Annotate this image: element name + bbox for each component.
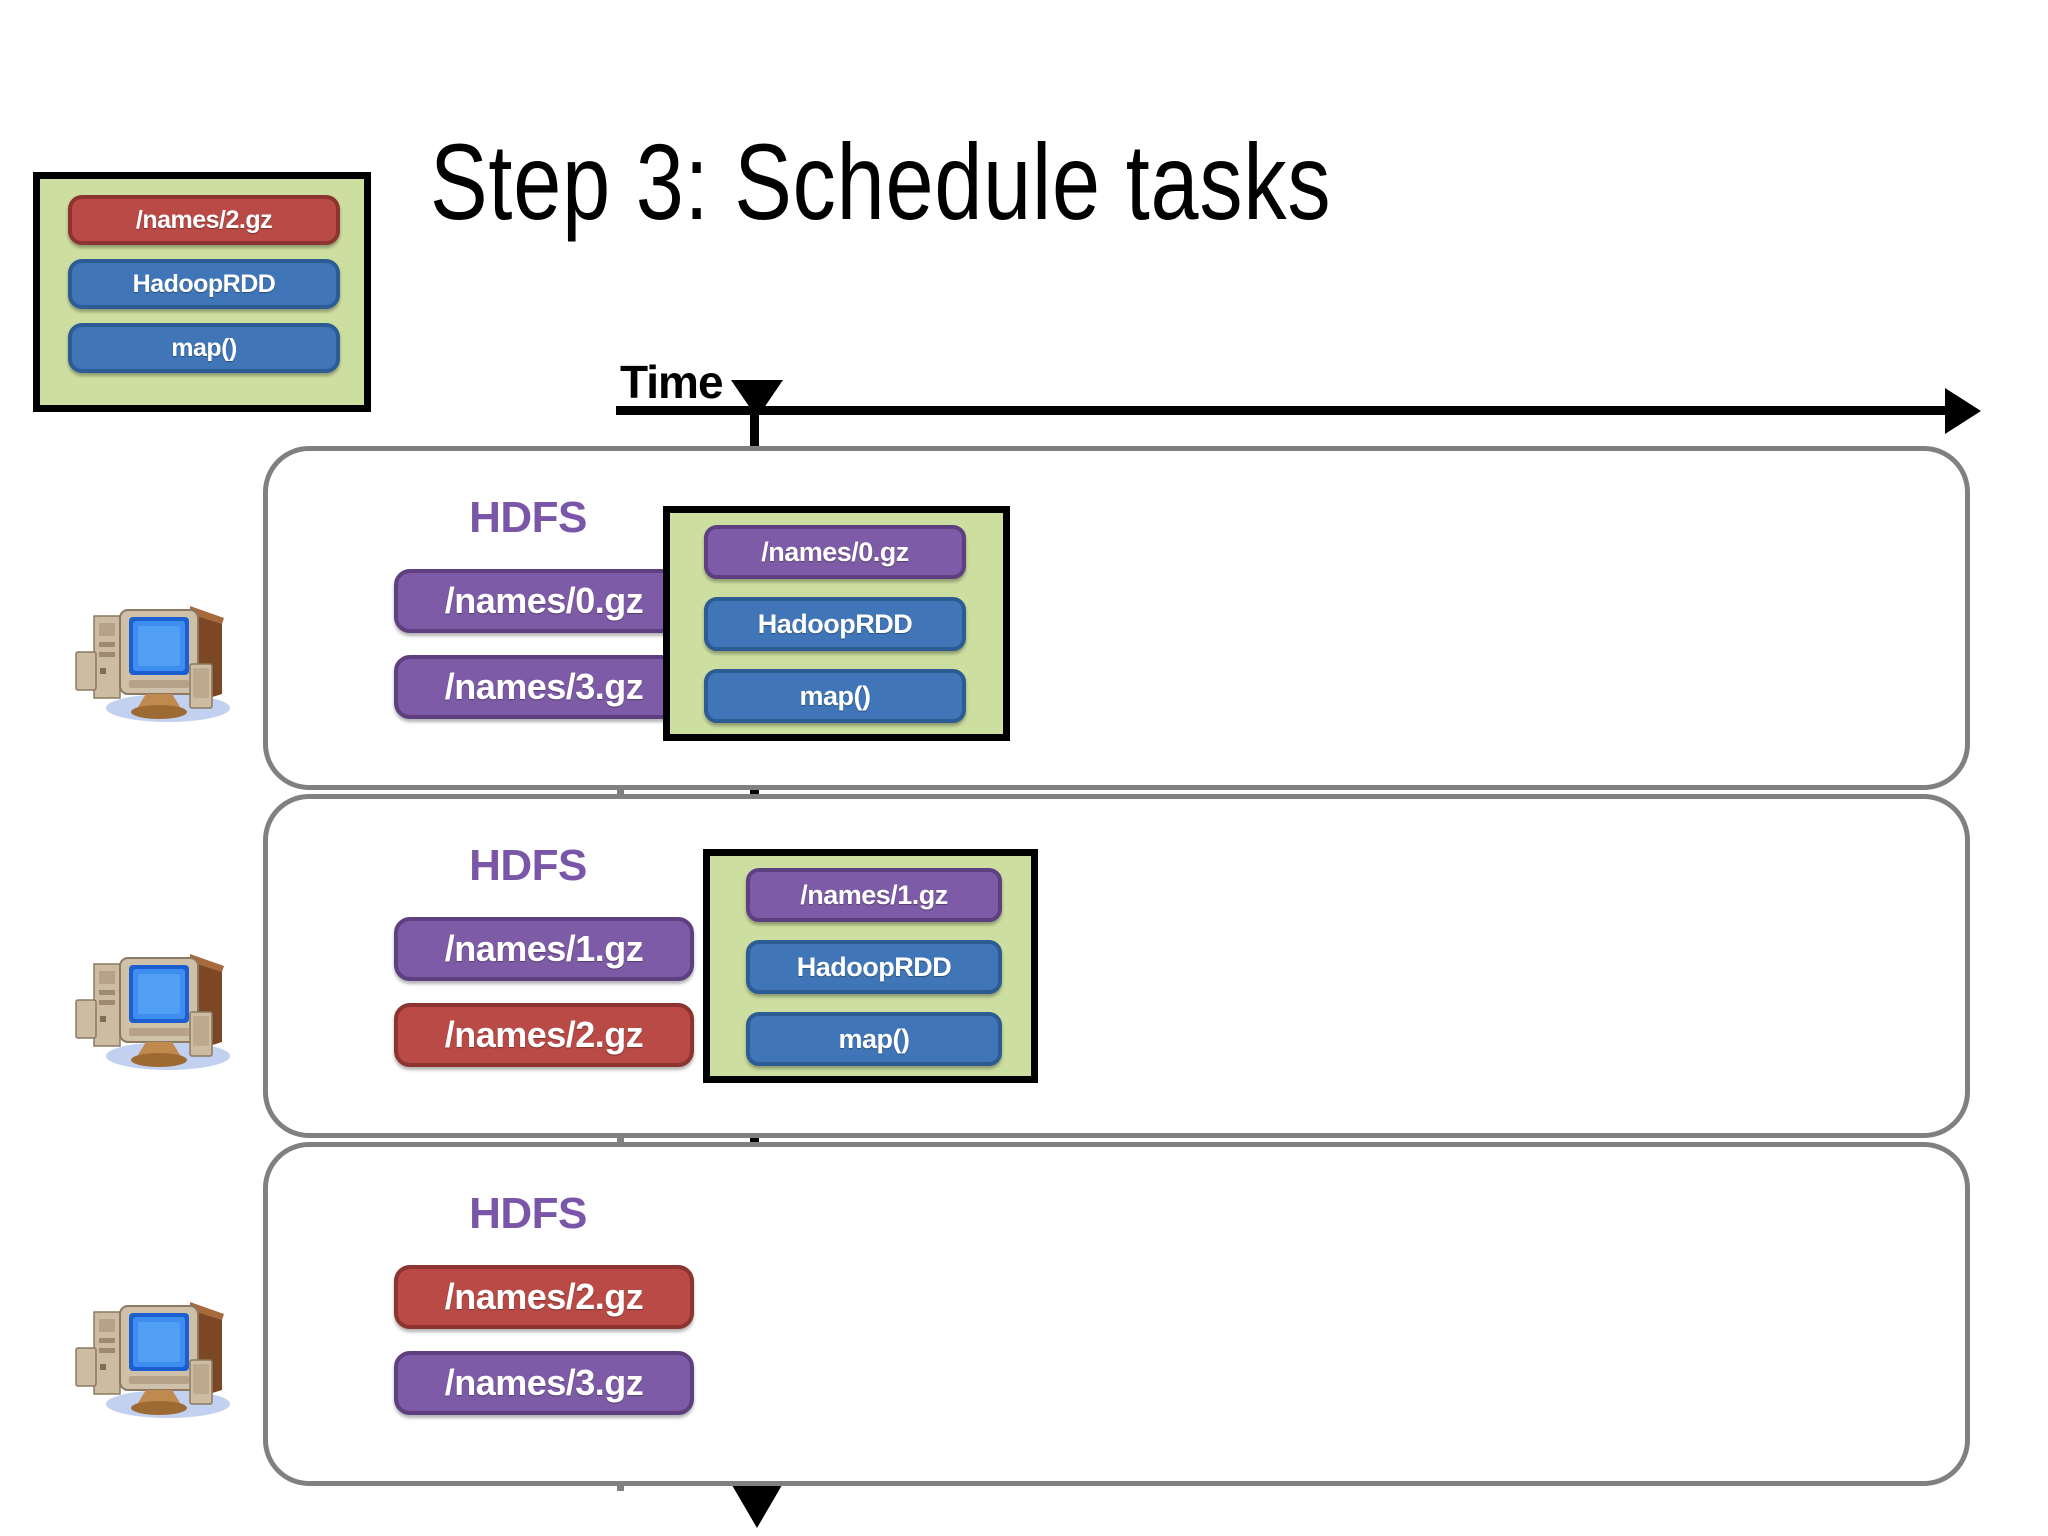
hdfs-block: /names/3.gz (394, 655, 694, 719)
scheduled-task-card: /names/0.gz HadoopRDD map() (663, 506, 1010, 741)
task-pill-input-block: /names/1.gz (746, 868, 1002, 922)
time-axis-label: Time (620, 356, 724, 408)
hdfs-block: /names/2.gz (394, 1003, 694, 1067)
task-pill-hadooprdd: HadoopRDD (746, 940, 1002, 994)
page-title: Step 3: Schedule tasks (430, 121, 1332, 242)
hdfs-label: HDFS (469, 841, 587, 890)
machine-row: HDFS /names/2.gz /names/3.gz (263, 1142, 1970, 1486)
machine-row: HDFS /names/0.gz /names/3.gz (263, 446, 1970, 790)
desktop-computer-icon (75, 1302, 230, 1418)
task-pill-hadooprdd: HadoopRDD (704, 597, 966, 651)
task-pill-map: map() (746, 1012, 1002, 1066)
right-arrow-icon (1945, 388, 1981, 434)
legend-task-card: /names/2.gz HadoopRDD map() (33, 172, 371, 412)
legend-pill-map: map() (68, 323, 340, 373)
task-pill-map: map() (704, 669, 966, 723)
machine-row: HDFS /names/1.gz /names/2.gz (263, 794, 1970, 1138)
scheduled-task-card: /names/1.gz HadoopRDD map() (703, 849, 1038, 1083)
desktop-computer-icon (75, 606, 230, 722)
hdfs-label: HDFS (469, 1189, 587, 1238)
legend-pill-hadooprdd: HadoopRDD (68, 259, 340, 309)
hdfs-block: /names/2.gz (394, 1265, 694, 1329)
time-cursor-bottom-triangle-icon (729, 1480, 785, 1528)
task-pill-input-block: /names/0.gz (704, 525, 966, 579)
hdfs-label: HDFS (469, 493, 587, 542)
time-axis-line (616, 406, 1966, 415)
hdfs-block: /names/1.gz (394, 917, 694, 981)
desktop-computer-icon (75, 954, 230, 1070)
hdfs-block: /names/0.gz (394, 569, 694, 633)
legend-pill-input-block: /names/2.gz (68, 195, 340, 245)
hdfs-block: /names/3.gz (394, 1351, 694, 1415)
